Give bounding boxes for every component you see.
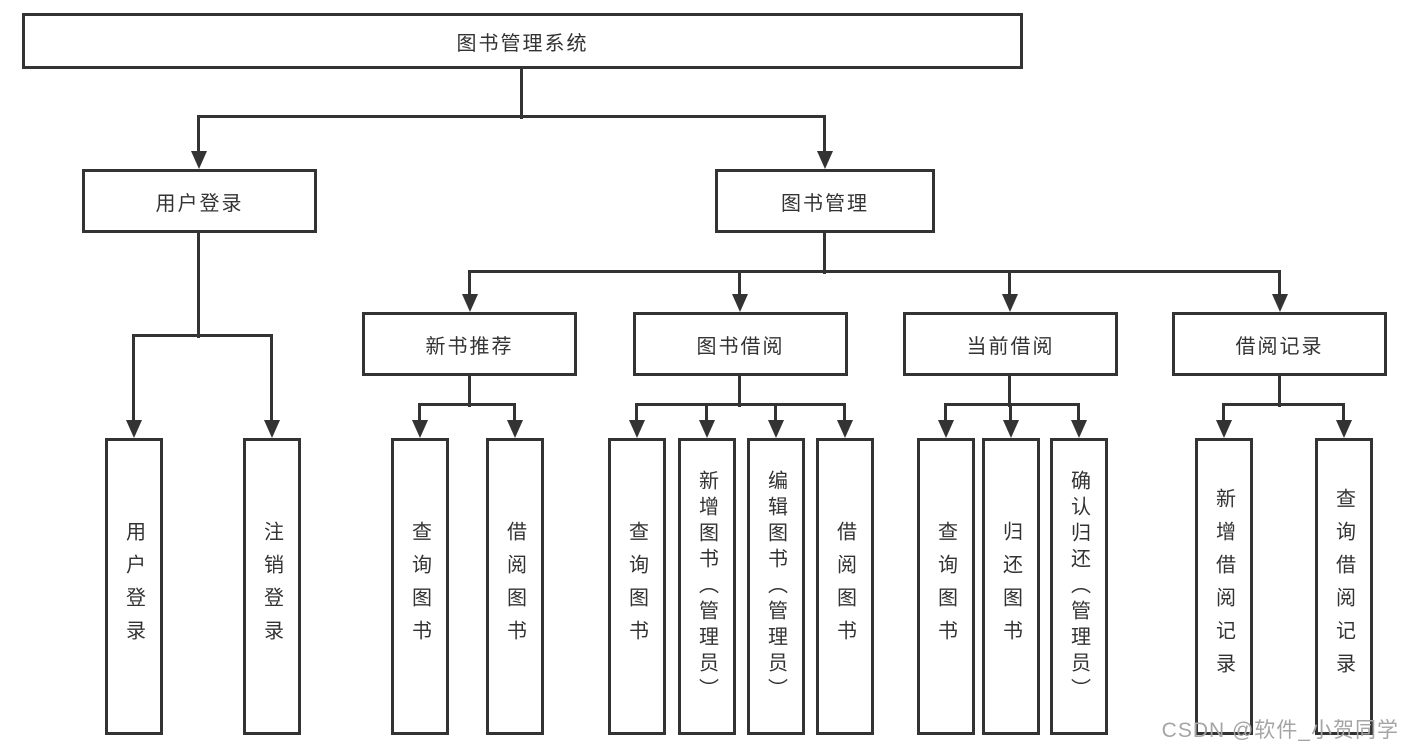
arrow-down-icon	[629, 420, 645, 438]
node-user-login: 用户登录	[82, 169, 317, 233]
connector-line	[197, 115, 200, 159]
connector-line	[1278, 376, 1281, 407]
connector-line	[1008, 271, 1011, 301]
arrow-down-icon	[938, 420, 954, 438]
connector-line	[468, 271, 471, 301]
arrow-down-icon	[1336, 420, 1352, 438]
leaf-query-books-borrowing: 查询图书	[608, 438, 666, 735]
node-book-management: 图书管理	[715, 169, 935, 233]
leaf-confirm-return-admin: 确认归还（管理员）	[1050, 438, 1108, 735]
leaf-query-books-recommend: 查询图书	[391, 438, 449, 735]
connector-line	[774, 404, 777, 426]
leaf-add-borrow-record: 新增借阅记录	[1195, 438, 1253, 735]
arrow-down-icon	[817, 151, 833, 169]
connector-line	[520, 69, 523, 119]
node-current-borrowing: 当前借阅	[903, 312, 1118, 376]
arrow-down-icon	[462, 294, 478, 312]
connector-line	[944, 403, 1080, 406]
node-borrowing-records: 借阅记录	[1172, 312, 1387, 376]
connector-line	[823, 233, 826, 274]
connector-line	[705, 404, 708, 426]
connector-line	[197, 115, 826, 118]
connector-line	[270, 334, 273, 426]
leaf-user-login: 用户登录	[105, 438, 163, 735]
connector-line	[418, 404, 421, 426]
arrow-down-icon	[191, 151, 207, 169]
csdn-watermark: CSDN @软件_小贺同学	[1161, 719, 1399, 742]
connector-line	[197, 233, 200, 338]
leaf-return-books: 归还图书	[982, 438, 1040, 735]
connector-line	[635, 404, 638, 426]
arrow-down-icon	[699, 420, 715, 438]
leaf-logout: 注销登录	[243, 438, 301, 735]
connector-line	[132, 334, 135, 426]
connector-line	[418, 403, 516, 406]
arrow-down-icon	[837, 420, 853, 438]
connector-line	[132, 334, 273, 337]
arrow-down-icon	[1003, 420, 1019, 438]
leaf-query-borrow-record: 查询借阅记录	[1315, 438, 1373, 735]
arrow-down-icon	[768, 420, 784, 438]
leaf-query-books-current: 查询图书	[917, 438, 975, 735]
arrow-down-icon	[507, 420, 523, 438]
arrow-down-icon	[412, 420, 428, 438]
connector-line	[513, 404, 516, 426]
connector-line	[738, 271, 741, 301]
connector-line	[823, 115, 826, 159]
connector-line	[843, 404, 846, 426]
arrow-down-icon	[1071, 420, 1087, 438]
connector-line	[1008, 376, 1011, 407]
arrow-down-icon	[1216, 420, 1232, 438]
arrow-down-icon	[264, 420, 280, 438]
arrow-down-icon	[1002, 294, 1018, 312]
connector-line	[1222, 403, 1345, 406]
connector-line	[738, 376, 741, 407]
connector-line	[1009, 404, 1012, 426]
connector-line	[635, 403, 846, 406]
arrow-down-icon	[732, 294, 748, 312]
node-new-book-recommend: 新书推荐	[362, 312, 577, 376]
connector-line	[944, 404, 947, 426]
node-root-library-system: 图书管理系统	[22, 13, 1023, 69]
leaf-borrow-books-recommend: 借阅图书	[486, 438, 544, 735]
node-book-borrowing: 图书借阅	[633, 312, 848, 376]
connector-line	[1077, 404, 1080, 426]
leaf-edit-books-admin: 编辑图书（管理员）	[747, 438, 805, 735]
arrow-down-icon	[1272, 294, 1288, 312]
leaf-borrow-books-borrowing: 借阅图书	[816, 438, 874, 735]
connector-line	[1342, 404, 1345, 426]
arrow-down-icon	[126, 420, 142, 438]
connector-line	[1222, 404, 1225, 426]
connector-line	[468, 270, 1281, 273]
leaf-add-books-admin: 新增图书（管理员）	[678, 438, 736, 735]
connector-line	[468, 376, 471, 407]
connector-line	[1278, 271, 1281, 301]
